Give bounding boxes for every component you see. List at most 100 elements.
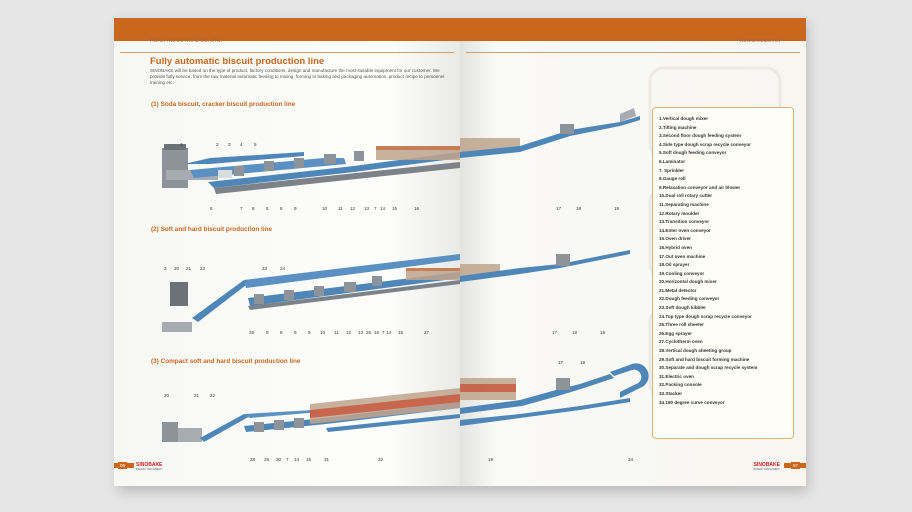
callout-3-17: 17 (558, 360, 564, 365)
callout-3-32: 32 (378, 457, 384, 462)
callout-1-8b: 8 (266, 206, 269, 211)
callout-2-8a: 8 (266, 330, 269, 335)
legend-item: 2.Tilting machine (659, 124, 697, 130)
legend-item: 8.Gauge roll (659, 176, 686, 182)
callout-1-8c: 8 (280, 206, 283, 211)
callout-3-18: 18 (580, 360, 586, 365)
legend-item: 24.Top type dough scrap recycle conveyor (659, 313, 752, 319)
callout-2-7: 7 (382, 330, 385, 335)
callout-3-29: 29 (264, 457, 270, 462)
callout-3-20: 20 (164, 393, 170, 398)
legend-item: 12.Rotary moulder (659, 210, 700, 216)
website: www.sinobake.net (739, 38, 780, 44)
callout-2-26: 26 (366, 330, 372, 335)
callout-3-14: 14 (294, 457, 300, 462)
callout-1-16: 16 (414, 206, 420, 211)
callout-2-2: 2 (164, 266, 167, 271)
callout-1-7: 7 (240, 206, 243, 211)
legend-item: 13.Transition conveyor (659, 219, 710, 225)
legend-item: 19.Cooling conveyor (659, 270, 705, 276)
callout-1-9: 9 (294, 206, 297, 211)
callout-1-15: 15 (392, 206, 398, 211)
callout-1-6: 6 (210, 206, 213, 211)
legend-item: 17.Out oven machine (659, 253, 706, 259)
callout-2-23: 23 (262, 266, 268, 271)
brochure-spread: HUAJI INDUSTRIAL CO.,LTD. Fully automati… (114, 18, 806, 486)
callout-3-30: 30 (276, 457, 282, 462)
callout-3-22: 22 (210, 393, 216, 398)
production-line-diagram-left (162, 144, 460, 442)
page-number-right: 07 (790, 462, 800, 469)
callout-1-13: 13 (364, 206, 370, 211)
callout-1-7b: 7 (374, 206, 377, 211)
legend-item: 10.Dual roll rotary cutter (659, 193, 713, 199)
legend-item: 4.Side type dough scrap recycle conveyor (659, 141, 751, 147)
callout-2-13: 13 (358, 330, 364, 335)
legend-item: 28.Vertical dough sheeting group (659, 348, 732, 354)
page-title: Fully automatic biscuit production line (150, 56, 325, 67)
top-bar-right (460, 18, 806, 41)
callout-2-22: 22 (200, 266, 206, 271)
callout-2-20: 20 (174, 266, 180, 271)
legend-item: 34.180 degree curve conveyor (659, 399, 725, 405)
callout-1-10: 10 (322, 206, 328, 211)
legend-item: 18.Oil sprayer (659, 262, 690, 268)
legend-item: 21.Metal detector (659, 287, 697, 293)
callout-2-18: 18 (572, 330, 578, 335)
legend-item: 31.Electric oven (659, 373, 694, 379)
callout-2-8b: 8 (280, 330, 283, 335)
right-page: www.sinobake.net (460, 18, 806, 486)
legend-item: 22.Dough feeding conveyor (659, 296, 720, 302)
legend-item: 6.Laminator (659, 158, 686, 164)
legend-item: 26.Egg sprayer (659, 330, 692, 336)
section-title-1: (1) Soda biscuit, cracker biscuit produc… (151, 101, 296, 108)
callout-2-24: 24 (280, 266, 286, 271)
section-title-3: (3) Compact soft and hard biscuit produc… (151, 358, 301, 365)
legend-item: 11.Separating machine (659, 201, 709, 207)
callout-3-21: 21 (194, 393, 200, 398)
callout-2-15b: 15 (398, 330, 404, 335)
callout-3-15: 15 (306, 457, 312, 462)
callout-2-9: 9 (308, 330, 311, 335)
callout-1-8a: 8 (252, 206, 255, 211)
callout-2-10: 10 (320, 330, 326, 335)
callout-1-3: 3 (228, 142, 231, 147)
callout-2-8c: 8 (294, 330, 297, 335)
callout-3-19: 19 (488, 457, 494, 462)
section-title-2: (2) Soft and hard biscuit production lin… (151, 226, 273, 233)
line2-machinery-right (460, 250, 630, 282)
page-number-left: 06 (118, 462, 128, 469)
callout-1-11: 11 (338, 206, 343, 211)
legend-item: 5.Soft dough feeding conveyor (659, 150, 727, 156)
legend-item: 14.Enter oven conveyor (659, 227, 711, 233)
callout-1-5: 5 (254, 142, 257, 147)
header-rule-right (466, 44, 800, 53)
callout-2-11: 11 (334, 330, 339, 335)
legend-item: 25.Three roll sheeter (659, 322, 704, 328)
legend-item: 29.Soft and hard biscuit forming machine (659, 356, 750, 362)
left-page: HUAJI INDUSTRIAL CO.,LTD. Fully automati… (114, 18, 460, 486)
company-name: HUAJI INDUSTRIAL CO.,LTD. (150, 38, 223, 44)
legend-item: 7. Sprinkler (659, 167, 685, 173)
line2-machinery-left (162, 254, 460, 332)
line1-machinery-left (162, 144, 460, 194)
callout-2-19: 19 (600, 330, 606, 335)
line3-machinery-left (162, 388, 460, 442)
callout-2-17: 17 (552, 330, 558, 335)
callout-2-25: 25 (249, 330, 255, 335)
callout-1-12: 12 (350, 206, 356, 211)
callout-1-19: 19 (614, 206, 620, 211)
callout-2-14: 14 (386, 330, 392, 335)
legend-item: 15.Oven driver (659, 236, 691, 242)
callout-2-27: 27 (424, 330, 430, 335)
callout-1-4: 4 (240, 142, 243, 147)
callout-2-15a: 15 (374, 330, 380, 335)
callout-2-21: 21 (186, 266, 192, 271)
callout-1-17: 17 (556, 206, 562, 211)
legend-item: 20.Horizontal dough mixer (659, 279, 717, 285)
intro-text: SINOBAKE will be based on the type of pr… (150, 68, 445, 86)
legend-item: 33.Stacker (659, 391, 682, 396)
callout-2-12: 12 (346, 330, 352, 335)
